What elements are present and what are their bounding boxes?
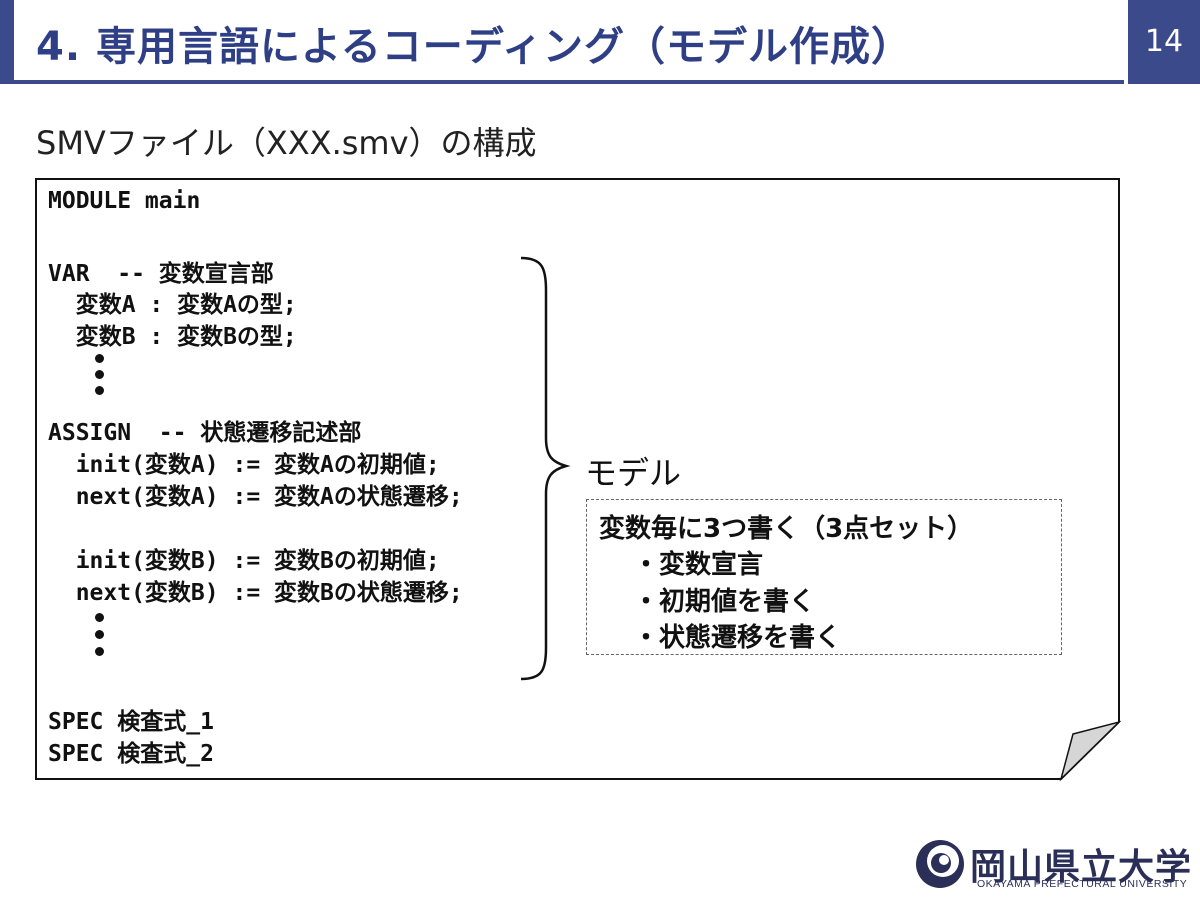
page-number: 14 — [1144, 24, 1184, 59]
ellipsis-dot — [95, 647, 104, 656]
note-heading: 変数毎に3つ書く（3点セット） — [599, 514, 974, 544]
model-label: モデル — [585, 454, 682, 492]
slide-title: 4. 専用言語によるコーディング（モデル作成） — [36, 24, 912, 70]
note-item: ・変数宣言 — [633, 550, 764, 580]
curly-brace-icon — [520, 256, 571, 681]
university-name-en: OKAYAMA PREFECTURAL UNIVERSITY — [977, 878, 1188, 890]
code-line: 変数A : 変数Aの型; — [48, 292, 297, 318]
folded-corner — [1059, 720, 1122, 782]
code-line: init(変数A) := 変数Aの初期値; — [48, 452, 440, 478]
ellipsis-dot — [95, 386, 104, 395]
slide-subtitle: SMVファイル（XXX.smv）の構成 — [36, 124, 537, 162]
ellipsis-dot — [95, 370, 104, 379]
note-item: ・初期値を書く — [633, 587, 816, 617]
code-line: init(変数B) := 変数Bの初期値; — [48, 548, 440, 574]
university-name-jp: 岡山県立大学 — [970, 846, 1193, 888]
code-line: MODULE main — [48, 188, 201, 214]
note-item: ・状態遷移を書く — [633, 623, 842, 653]
code-line: VAR -- 変数宣言部 — [48, 261, 274, 287]
code-line: next(変数A) := 変数Aの状態遷移; — [48, 484, 463, 510]
code-line: ASSIGN -- 状態遷移記述部 — [48, 420, 362, 446]
title-underline — [14, 80, 1124, 84]
code-line: 変数B : 変数Bの型; — [48, 324, 297, 350]
ellipsis-dot — [95, 613, 104, 622]
ellipsis-dot — [95, 354, 104, 363]
university-logo-icon — [916, 840, 964, 888]
code-line: SPEC 検査式_1 — [48, 709, 214, 735]
code-line: next(変数B) := 変数Bの状態遷移; — [48, 580, 463, 606]
page-number-box: 14 — [1128, 0, 1200, 84]
code-line: SPEC 検査式_2 — [48, 741, 214, 767]
note-box: 変数毎に3つ書く（3点セット） ・変数宣言 ・初期値を書く ・状態遷移を書く — [586, 499, 1062, 655]
ellipsis-dot — [95, 630, 104, 639]
title-accent-bar — [0, 0, 14, 84]
